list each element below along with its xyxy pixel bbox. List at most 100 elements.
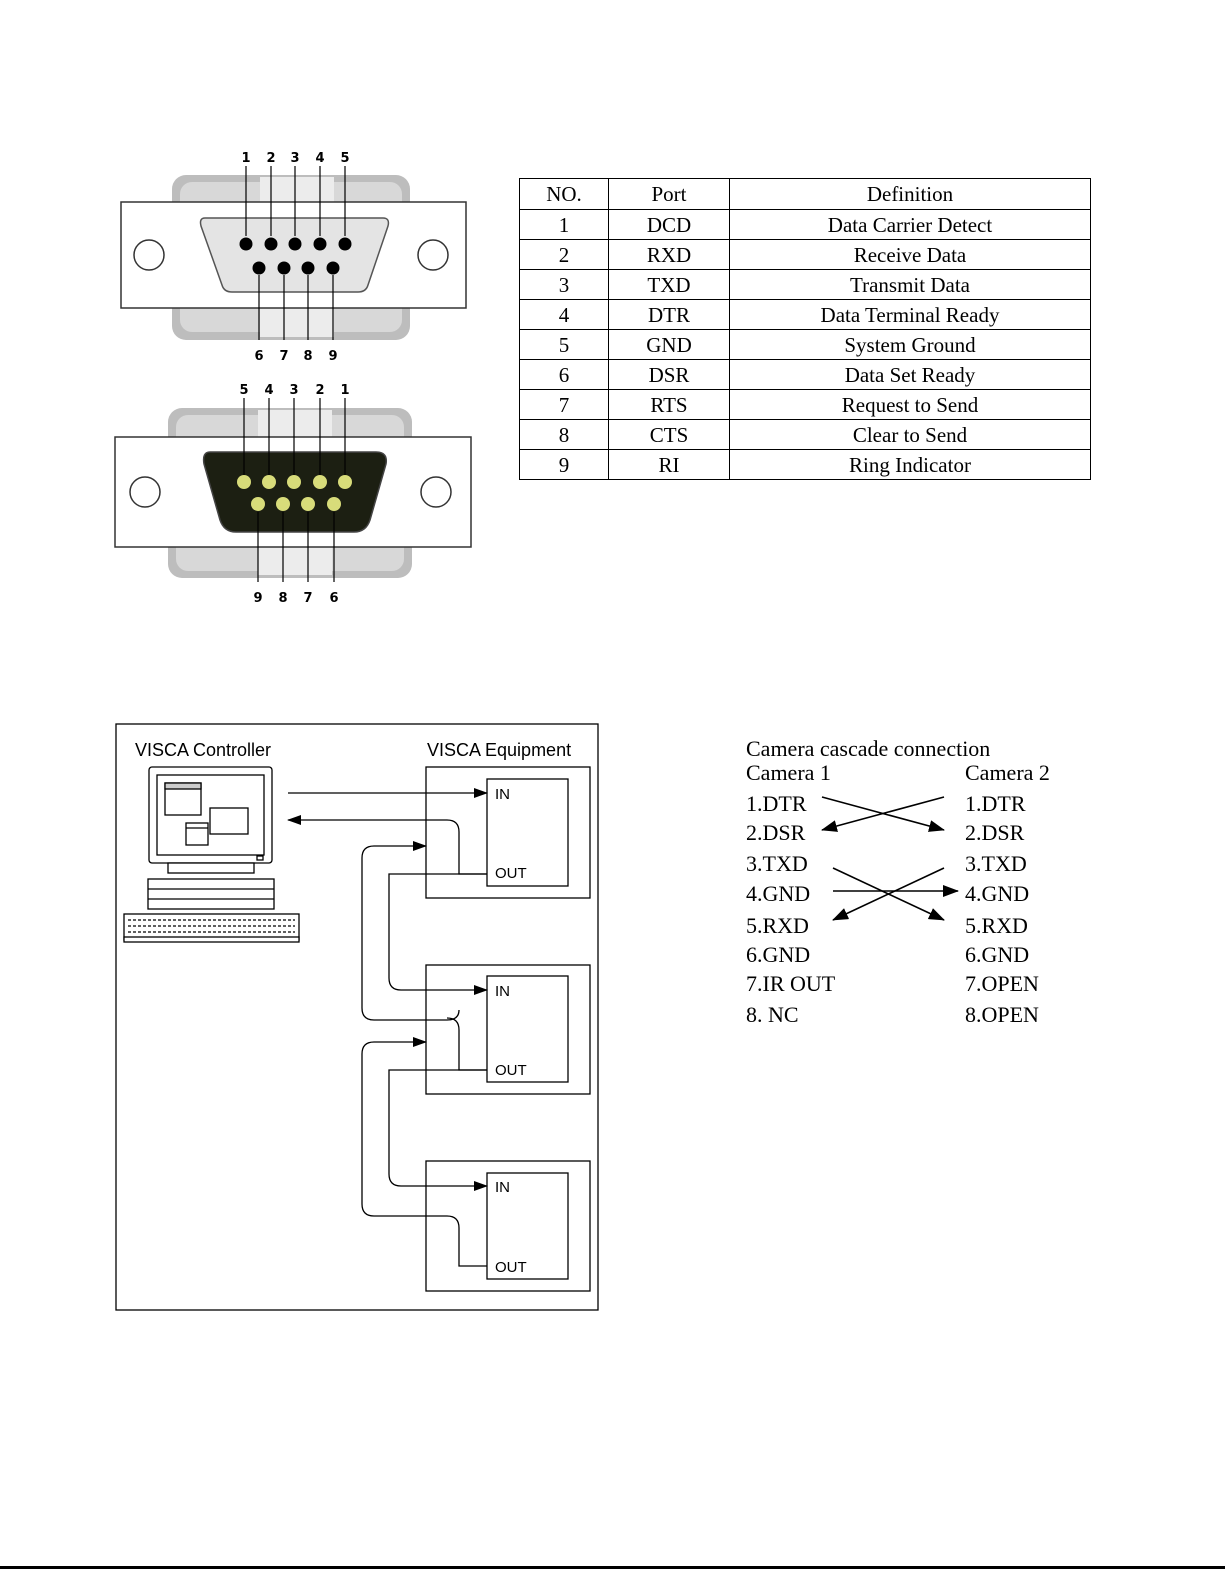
camera2-pin: 1.DTR <box>965 791 1026 816</box>
pin-number-label: 9 <box>253 591 262 606</box>
mounting-hole-right <box>417 239 449 271</box>
pin-number: 1 <box>519 209 609 240</box>
in-port-label: IN <box>495 786 510 803</box>
female-pin-socket <box>252 261 266 275</box>
db9-male-connector <box>114 408 472 578</box>
pin-number-label: 2 <box>315 383 324 398</box>
daisy-chain-cable <box>446 1017 487 1071</box>
pin-number: 6 <box>519 359 609 390</box>
pin-number-label: 2 <box>266 151 275 166</box>
visca-controller-label: VISCA Controller <box>135 740 271 760</box>
visca-equipment-box <box>425 964 591 1095</box>
male-pin <box>287 475 301 489</box>
txd-to-rxd-arrow <box>832 867 945 921</box>
pin-number-label: 9 <box>328 349 337 364</box>
pin-number-label: 8 <box>278 591 287 606</box>
visca-equipment-box <box>425 1160 591 1292</box>
male-pin <box>276 497 290 511</box>
camera2-pin: 2.DSR <box>965 820 1025 845</box>
camera1-pin: 1.DTR <box>746 791 807 816</box>
male-pin <box>237 475 251 489</box>
female-pin-socket <box>326 261 340 275</box>
male-pin <box>262 475 276 489</box>
pin-number-label: 3 <box>290 151 299 166</box>
pin-number-label: 1 <box>241 151 250 166</box>
pin-number-label: 6 <box>254 349 263 364</box>
out-port-label: OUT <box>495 1062 527 1079</box>
male-pin <box>301 497 315 511</box>
camera2-pin: 6.GND <box>965 942 1029 967</box>
pin-number: 7 <box>519 389 609 420</box>
camera2-pin: 5.RXD <box>965 913 1028 938</box>
camera-cascade-diagram: Camera cascade connection Camera 1 Camer… <box>746 736 1050 1027</box>
pin-number-label: 7 <box>303 591 312 606</box>
daisy-chain-cable <box>388 1069 488 1191</box>
camera2-pin: 8.OPEN <box>965 1002 1039 1027</box>
mounting-hole-left <box>133 239 165 271</box>
pin-port: RTS <box>608 389 730 420</box>
pin-number: 8 <box>519 419 609 450</box>
camera1-pin: 8. NC <box>746 1002 799 1027</box>
visca-equipment-box <box>425 766 591 899</box>
male-pin <box>251 497 265 511</box>
pin-definition: Clear to Send <box>729 419 1091 450</box>
return-cable <box>287 815 487 875</box>
female-pin-socket <box>338 237 352 251</box>
visca-equipment-label: VISCA Equipment <box>427 740 571 760</box>
female-pin-socket <box>277 261 291 275</box>
return-loop-cable <box>361 841 460 1021</box>
pin-number-label: 1 <box>340 383 349 398</box>
pin-port: RXD <box>608 239 730 270</box>
bottom-rule <box>0 1566 1225 1569</box>
pin-definition: Ring Indicator <box>729 449 1091 480</box>
pin-number-label: 4 <box>264 383 273 398</box>
camera1-pin: 7.IR OUT <box>746 971 836 996</box>
female-pin-socket <box>301 261 315 275</box>
pin-number-label: 5 <box>239 383 248 398</box>
camera1-label: Camera 1 <box>746 760 831 785</box>
db9-female-connector <box>120 175 467 340</box>
camera2-label: Camera 2 <box>965 760 1050 785</box>
pin-port: TXD <box>608 269 730 300</box>
mounting-hole-left <box>129 476 161 508</box>
in-port-label: IN <box>495 983 510 1000</box>
pin-number-label: 5 <box>340 151 349 166</box>
cascade-title: Camera cascade connection <box>746 736 990 761</box>
camera2-pin: 3.TXD <box>965 851 1027 876</box>
pin-number-label: 6 <box>329 591 338 606</box>
pin-definition: Transmit Data <box>729 269 1091 300</box>
female-pin-socket <box>288 237 302 251</box>
pin-port: DCD <box>608 209 730 240</box>
female-pin-socket <box>264 237 278 251</box>
female-pin-socket <box>313 237 327 251</box>
pin-number-label: 8 <box>303 349 312 364</box>
pin-number-label: 3 <box>289 383 298 398</box>
pin-number: 4 <box>519 299 609 330</box>
out-port-label: OUT <box>495 1259 527 1276</box>
mounting-hole-right <box>420 476 452 508</box>
pin-port: CTS <box>608 419 730 450</box>
camera1-pin: 3.TXD <box>746 851 808 876</box>
camera1-pin: 2.DSR <box>746 820 806 845</box>
male-pin <box>313 475 327 489</box>
return-loop-cable <box>361 1037 487 1267</box>
pin-definition: Data Carrier Detect <box>729 209 1091 240</box>
camera1-pin: 4.GND <box>746 881 810 906</box>
pin-port: RI <box>608 449 730 480</box>
camera1-pin: 6.GND <box>746 942 810 967</box>
daisy-chain-cable <box>388 873 488 995</box>
female-pin-socket <box>239 237 253 251</box>
pin-number-label: 7 <box>279 349 288 364</box>
camera1-pin: 5.RXD <box>746 913 809 938</box>
computer-icon <box>123 766 300 943</box>
dtr-to-dsr-arrow <box>821 796 945 832</box>
